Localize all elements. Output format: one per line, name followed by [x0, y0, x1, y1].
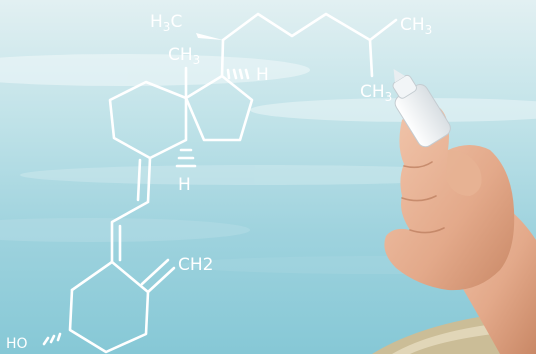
linker-double-bond — [110, 156, 152, 264]
wedge-methyl-c20 — [196, 33, 223, 40]
hand — [384, 105, 515, 291]
middle-ring-bonds — [108, 80, 188, 160]
methyl-label-end-lower: CH3 — [360, 82, 392, 104]
side-chain-bonds — [221, 12, 398, 78]
finger-creases — [401, 161, 445, 234]
hash-bond-c14 — [175, 148, 197, 168]
methyl-label-angular: CH3 — [168, 45, 200, 67]
marker-pen — [392, 68, 451, 148]
lower-ring-bonds — [68, 260, 150, 354]
methyl-label-end-right: CH3 — [400, 15, 432, 37]
methylene-label: CH2 — [178, 255, 213, 275]
structural-formula: H3C CH3 CH3 CH3 H H CH2 HO — [6, 12, 432, 354]
hash-bond-c17 — [226, 68, 250, 80]
hydroxyl-hash-bond — [42, 332, 62, 346]
hydroxyl-label: HO — [6, 336, 28, 352]
exocyclic-double-bond — [70, 224, 122, 292]
hydrogen-label-c14: H — [178, 175, 191, 195]
methyl-label-side: H3C — [150, 12, 182, 34]
methylene-double-bond — [140, 258, 176, 294]
thumb — [446, 150, 482, 196]
hydrogen-label-c17: H — [256, 65, 269, 85]
hand-with-marker — [384, 68, 536, 354]
